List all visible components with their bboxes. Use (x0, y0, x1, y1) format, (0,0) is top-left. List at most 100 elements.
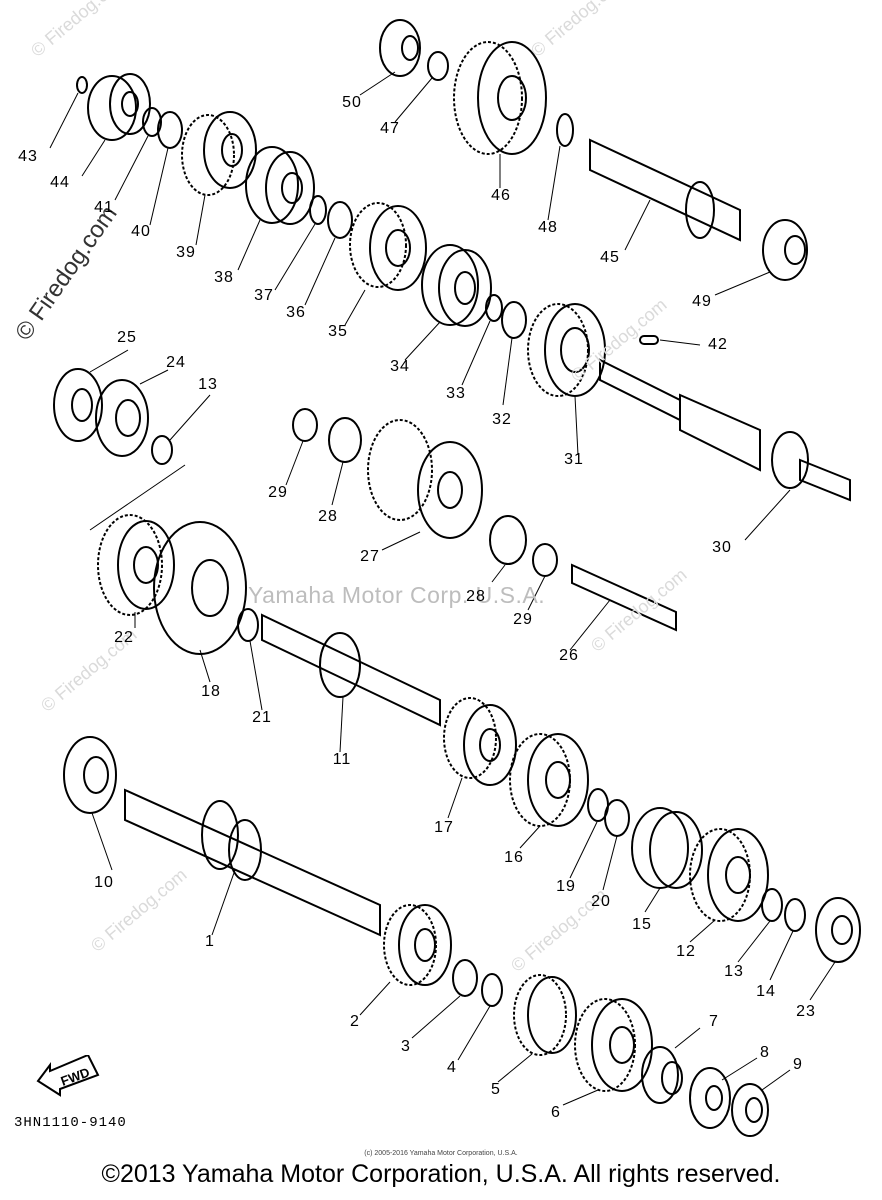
part-label-13: 13 (724, 963, 744, 980)
part-label-12: 12 (676, 943, 696, 960)
part-label-46: 46 (491, 187, 511, 204)
part-label-39: 39 (176, 244, 196, 261)
part-label-41: 41 (94, 199, 114, 216)
circlip-4 (481, 973, 503, 1007)
bearing-24 (95, 379, 149, 457)
copyright-notice: ©2013 Yamaha Motor Corporation, U.S.A. A… (101, 1160, 781, 1188)
gear-35 (349, 202, 427, 291)
bearing-28a (328, 417, 362, 463)
yamaha-center-watermark: Yamaha Motor Corp. U.S.A. (248, 582, 546, 608)
bearing-8 (689, 1067, 731, 1129)
washer-29b (532, 543, 558, 577)
part-label-42: 42 (708, 336, 728, 353)
washer-36 (327, 201, 353, 239)
part-label-33: 33 (446, 385, 466, 402)
part-label-6: 6 (551, 1104, 561, 1121)
bearing-44 (87, 73, 151, 141)
washer-21 (237, 608, 259, 642)
circlip-43 (76, 76, 88, 94)
part-label-14: 14 (756, 983, 776, 1000)
part-label-40: 40 (131, 223, 151, 240)
circlip-48 (556, 113, 574, 147)
part-label-11: 11 (332, 751, 352, 768)
circlip-37 (309, 195, 327, 225)
bearing-10 (63, 736, 117, 814)
washer-47 (427, 51, 449, 81)
shaft-26 (571, 563, 677, 632)
gear-34 (421, 244, 492, 327)
circlip-13b (761, 888, 783, 922)
gear-46 (453, 41, 547, 155)
part-label-9: 9 (793, 1056, 803, 1073)
bearing-28b (489, 515, 527, 565)
bearing-23 (815, 897, 861, 963)
washer-40 (157, 111, 183, 149)
part-label-26: 26 (559, 647, 579, 664)
part-label-29: 29 (268, 484, 288, 501)
gear-18 (153, 521, 247, 655)
circlip-33 (485, 294, 503, 322)
part-label-3: 3 (401, 1038, 411, 1055)
gear-12 (689, 828, 769, 922)
gear-27 (367, 419, 483, 539)
leader-lines (49, 71, 836, 1106)
shaft-11 (261, 613, 441, 727)
bushing-7 (641, 1046, 683, 1104)
part-label-50: 50 (342, 94, 362, 111)
washer-3 (452, 959, 478, 997)
part-label-37: 37 (254, 287, 274, 304)
bearing-50 (379, 19, 421, 77)
shaft-1 (124, 788, 381, 937)
part-label-10: 10 (94, 874, 114, 891)
part-label-17: 17 (434, 819, 454, 836)
gear-16 (509, 733, 589, 827)
part-label-36: 36 (286, 304, 306, 321)
part-label-1: 1 (205, 933, 215, 950)
part-label-43: 43 (18, 148, 38, 165)
part-label-29: 29 (513, 611, 533, 628)
bearing-49 (762, 219, 808, 281)
gear-2 (383, 904, 452, 986)
gear-22 (97, 514, 175, 616)
part-label-28: 28 (318, 508, 338, 525)
part-label-44: 44 (50, 174, 70, 191)
part-label-47: 47 (380, 120, 400, 137)
shaft-30 (599, 358, 851, 502)
part-label-15: 15 (632, 916, 652, 933)
part-label-8: 8 (760, 1044, 770, 1061)
part-label-22: 22 (114, 629, 134, 646)
part-label-35: 35 (328, 323, 348, 340)
part-label-2: 2 (350, 1013, 360, 1030)
part-label-34: 34 (390, 358, 410, 375)
gear-15 (631, 807, 703, 889)
part-label-5: 5 (491, 1081, 501, 1098)
circlip-13a (151, 435, 173, 465)
part-label-20: 20 (591, 893, 611, 910)
part-label-25: 25 (117, 329, 137, 346)
part-label-4: 4 (447, 1059, 457, 1076)
small-copyright: (c) 2005-2016 Yamaha Motor Corporation, … (364, 1150, 518, 1157)
part-label-49: 49 (692, 293, 712, 310)
part-label-16: 16 (504, 849, 524, 866)
part-label-23: 23 (796, 1003, 816, 1020)
part-label-27: 27 (360, 548, 380, 565)
diagram-part-code: 3HN1110-9140 (14, 1115, 127, 1131)
part-label-21: 21 (252, 709, 272, 726)
washer-29a (292, 408, 318, 442)
part-label-48: 48 (538, 219, 558, 236)
washer-32 (501, 301, 527, 339)
shaft-45 (589, 138, 741, 242)
bearing-25 (53, 368, 103, 442)
circlip-41 (142, 107, 162, 137)
pin-42 (639, 335, 659, 345)
part-label-31: 31 (564, 451, 584, 468)
part-label-19: 19 (556, 878, 576, 895)
gear-6 (574, 998, 653, 1092)
washer-14 (784, 898, 806, 932)
gear-38 (245, 146, 315, 225)
part-label-24: 24 (166, 354, 186, 371)
part-label-38: 38 (214, 269, 234, 286)
part-label-7: 7 (709, 1013, 719, 1030)
gear-5 (513, 974, 577, 1056)
gear-17 (443, 697, 517, 786)
